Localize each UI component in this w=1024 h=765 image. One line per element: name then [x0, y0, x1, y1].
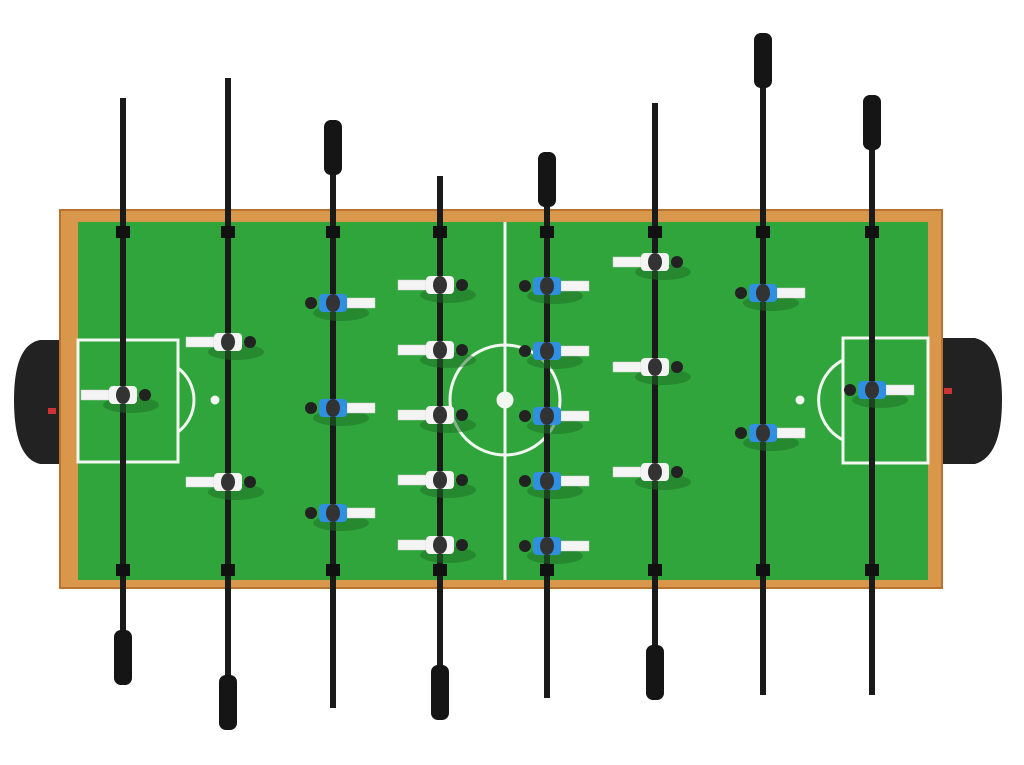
player-figure [397, 471, 476, 498]
player-figure [519, 342, 590, 369]
rod-bumper [648, 564, 662, 576]
player-figure [519, 472, 590, 499]
rods[interactable] [80, 33, 915, 730]
rod-1[interactable] [80, 98, 159, 685]
player-figure [612, 358, 691, 385]
rod-handle[interactable] [431, 665, 449, 720]
player-figure [305, 294, 376, 321]
player-figure [612, 463, 691, 490]
rod-bumper [221, 564, 235, 576]
rod-bumper [221, 226, 235, 238]
left-goal-indicator [48, 408, 56, 414]
rod-bumper [756, 564, 770, 576]
rod-bumper [116, 564, 130, 576]
rod-bumper [540, 226, 554, 238]
rod-bumper [326, 226, 340, 238]
rod-handle[interactable] [863, 95, 881, 150]
player-figure [397, 406, 476, 433]
player-figure [612, 253, 691, 280]
rod-bumper [326, 564, 340, 576]
player-figure [844, 381, 915, 408]
rod-handle[interactable] [324, 120, 342, 175]
player-figure [185, 473, 264, 500]
player-figure [397, 536, 476, 563]
rod-8[interactable] [844, 95, 915, 695]
right-goal [930, 338, 1002, 464]
rod-handle[interactable] [646, 645, 664, 700]
rod-bumper [865, 226, 879, 238]
table [59, 209, 943, 589]
player-figure [735, 284, 806, 311]
rod-2[interactable] [185, 78, 264, 730]
rod-handle[interactable] [538, 152, 556, 207]
rod-bumper [540, 564, 554, 576]
left-goal [14, 340, 70, 464]
rod-7[interactable] [735, 33, 806, 695]
player-figure [305, 504, 376, 531]
field-markings [76, 222, 930, 580]
player-figure [519, 407, 590, 434]
player-figure [397, 341, 476, 368]
rod-bumper [116, 226, 130, 238]
rod-bumper [433, 226, 447, 238]
player-figure [305, 399, 376, 426]
rod-bumper [648, 226, 662, 238]
rod-handle[interactable] [754, 33, 772, 88]
player-figure [185, 333, 264, 360]
rod-5[interactable] [519, 152, 590, 698]
player-figure [397, 276, 476, 303]
player-figure [735, 424, 806, 451]
player-figure [519, 537, 590, 564]
player-figure [80, 386, 159, 413]
rod-6[interactable] [612, 103, 691, 700]
player-figure [519, 277, 590, 304]
rod-handle[interactable] [114, 630, 132, 685]
rod-handle[interactable] [219, 675, 237, 730]
rod-bumper [433, 564, 447, 576]
rod-4[interactable] [397, 176, 476, 720]
rod-3[interactable] [305, 120, 376, 708]
goals [14, 338, 1002, 464]
rod-bumper [756, 226, 770, 238]
right-goal-indicator [944, 388, 952, 394]
rod-bumper [865, 564, 879, 576]
